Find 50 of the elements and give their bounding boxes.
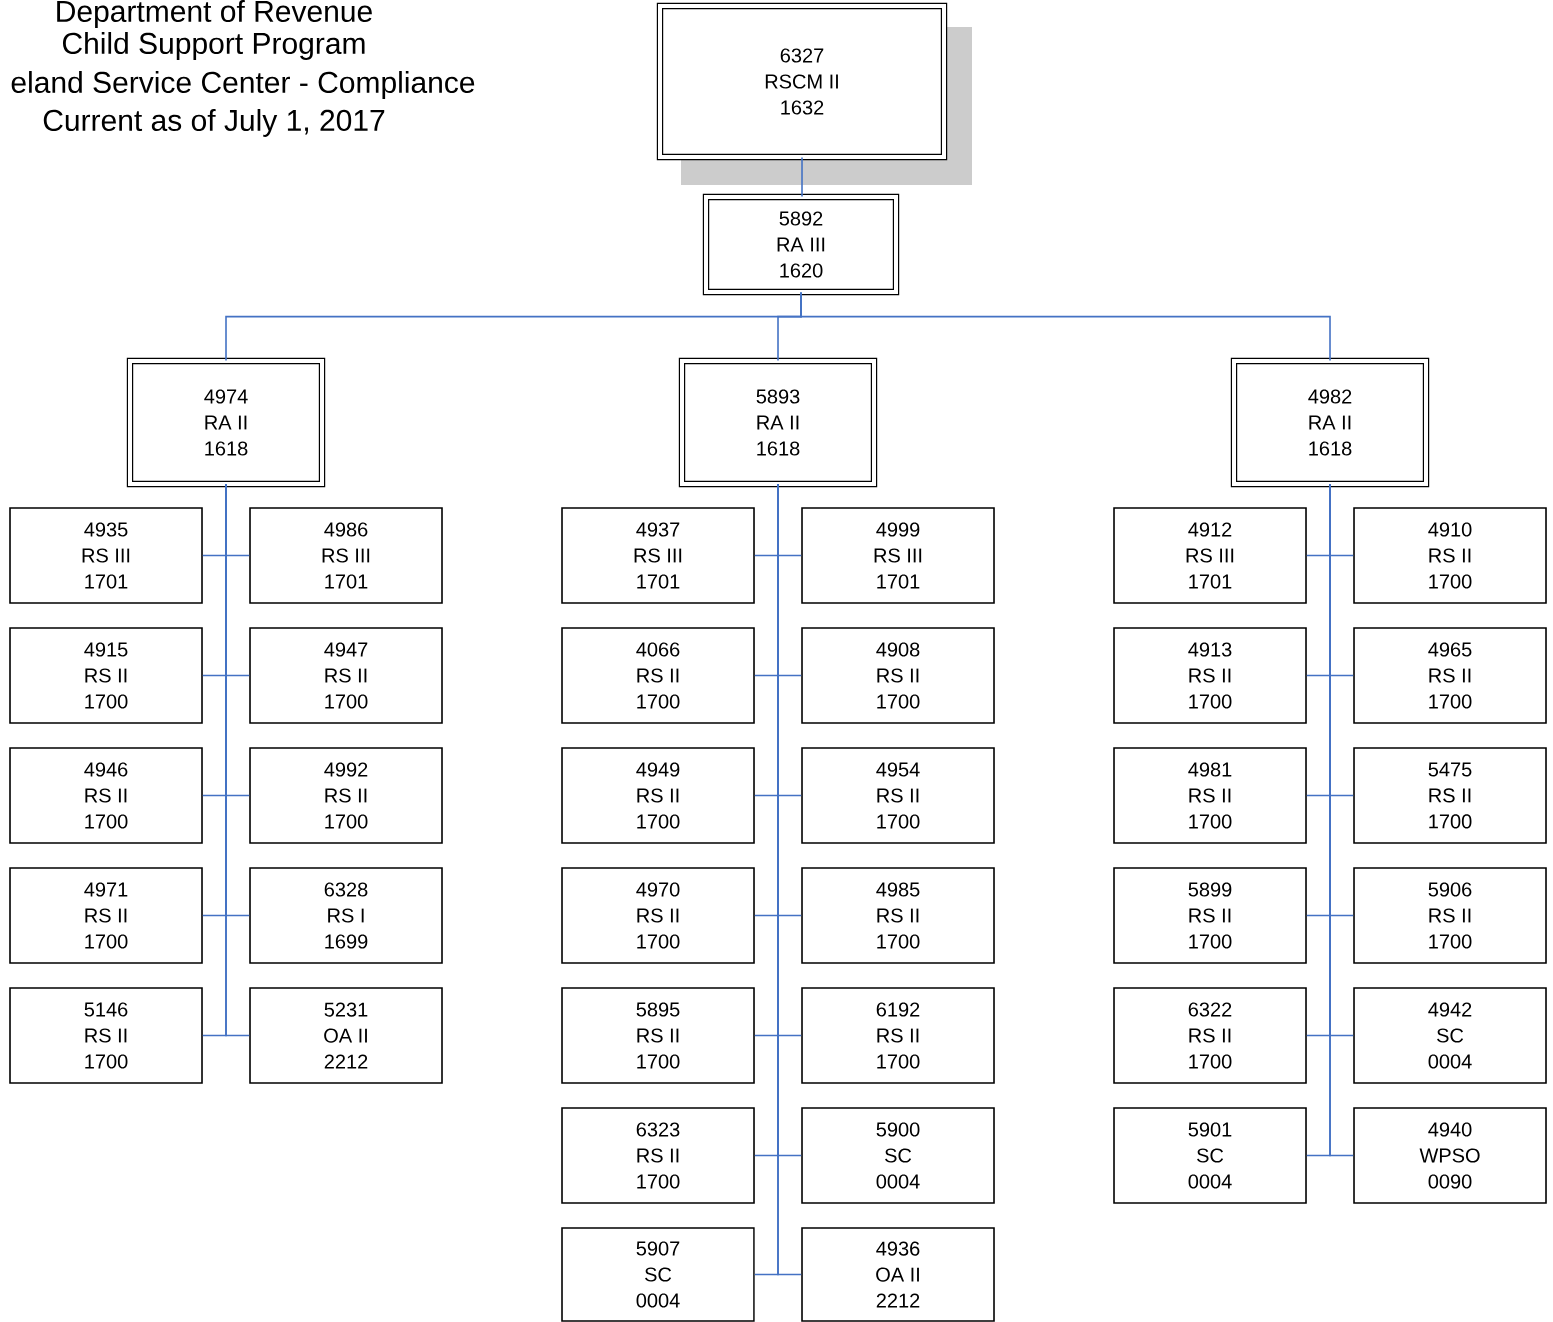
position-box: 4949 RS II 1700 [561,747,755,844]
position-box: 4985 RS II 1700 [801,867,995,964]
position-box: 4971 RS II 1700 [9,867,203,964]
position-box: 6322 RS II 1700 [1113,987,1307,1084]
position-box: 4986 RS III 1701 [249,507,443,604]
position-box: 5906 RS II 1700 [1353,867,1547,964]
connector-line [1329,483,1354,1157]
position-box: 5475 RS II 1700 [1353,747,1547,844]
position-box: 5899 RS II 1700 [1113,867,1307,964]
position-box: 4947 RS II 1700 [249,627,443,724]
subtitle: Child Support Program [62,32,365,60]
title: Department of Revenue [57,0,372,28]
subtitle: Current as of July 1, 2017 [43,109,385,137]
position-box: 4066 RS II 1700 [561,627,755,724]
position-box: 4908 RS II 1700 [801,627,995,724]
position-box: 4970 RS II 1700 [561,867,755,964]
connector-line [777,483,802,1276]
position-box: 4942 SC 0004 [1353,987,1547,1084]
position-box: 6192 RS II 1700 [801,987,995,1084]
position-box: 4937 RS III 1701 [561,507,755,604]
position-box: 5900 SC 0004 [801,1107,995,1204]
position-box: 6328 RS I 1699 [249,867,443,964]
position-box: 6327 RSCM II 1632 [656,2,972,185]
position-box: 5893 RA II 1618 [678,357,878,488]
position-box: 5231 OA II 2212 [249,987,443,1084]
connector-line [225,483,250,1037]
position-box: 5146 RS II 1700 [9,987,203,1084]
position-box: 4974 RA II 1618 [126,357,326,488]
position-box: 4935 RS III 1701 [9,507,203,604]
position-box: 4965 RS II 1700 [1353,627,1547,724]
position-box: 4954 RS II 1700 [801,747,995,844]
position-box: 5892 RA III 1620 [702,193,900,296]
position-box: 4946 RS II 1700 [9,747,203,844]
position-box: 4910 RS II 1700 [1353,507,1547,604]
connector-line [801,156,803,198]
position-box: 4913 RS II 1700 [1113,627,1307,724]
connector-line [800,291,1331,362]
subtitle: eland Service Center - Compliance [11,71,475,99]
position-box: 5901 SC 0004 [1113,1107,1307,1204]
position-box: 4992 RS II 1700 [249,747,443,844]
position-box: 4940 WPSO 0090 [1353,1107,1547,1204]
position-box: 5895 RS II 1700 [561,987,755,1084]
position-box: 4981 RS II 1700 [1113,747,1307,844]
position-box: 5907 SC 0004 [561,1227,755,1322]
position-box: 4982 RA II 1618 [1230,357,1430,488]
position-box: 4912 RS III 1701 [1113,507,1307,604]
position-box: 6323 RS II 1700 [561,1107,755,1204]
position-box: 4915 RS II 1700 [9,627,203,724]
position-box: 4936 OA II 2212 [801,1227,995,1322]
position-box: 4999 RS III 1701 [801,507,995,604]
